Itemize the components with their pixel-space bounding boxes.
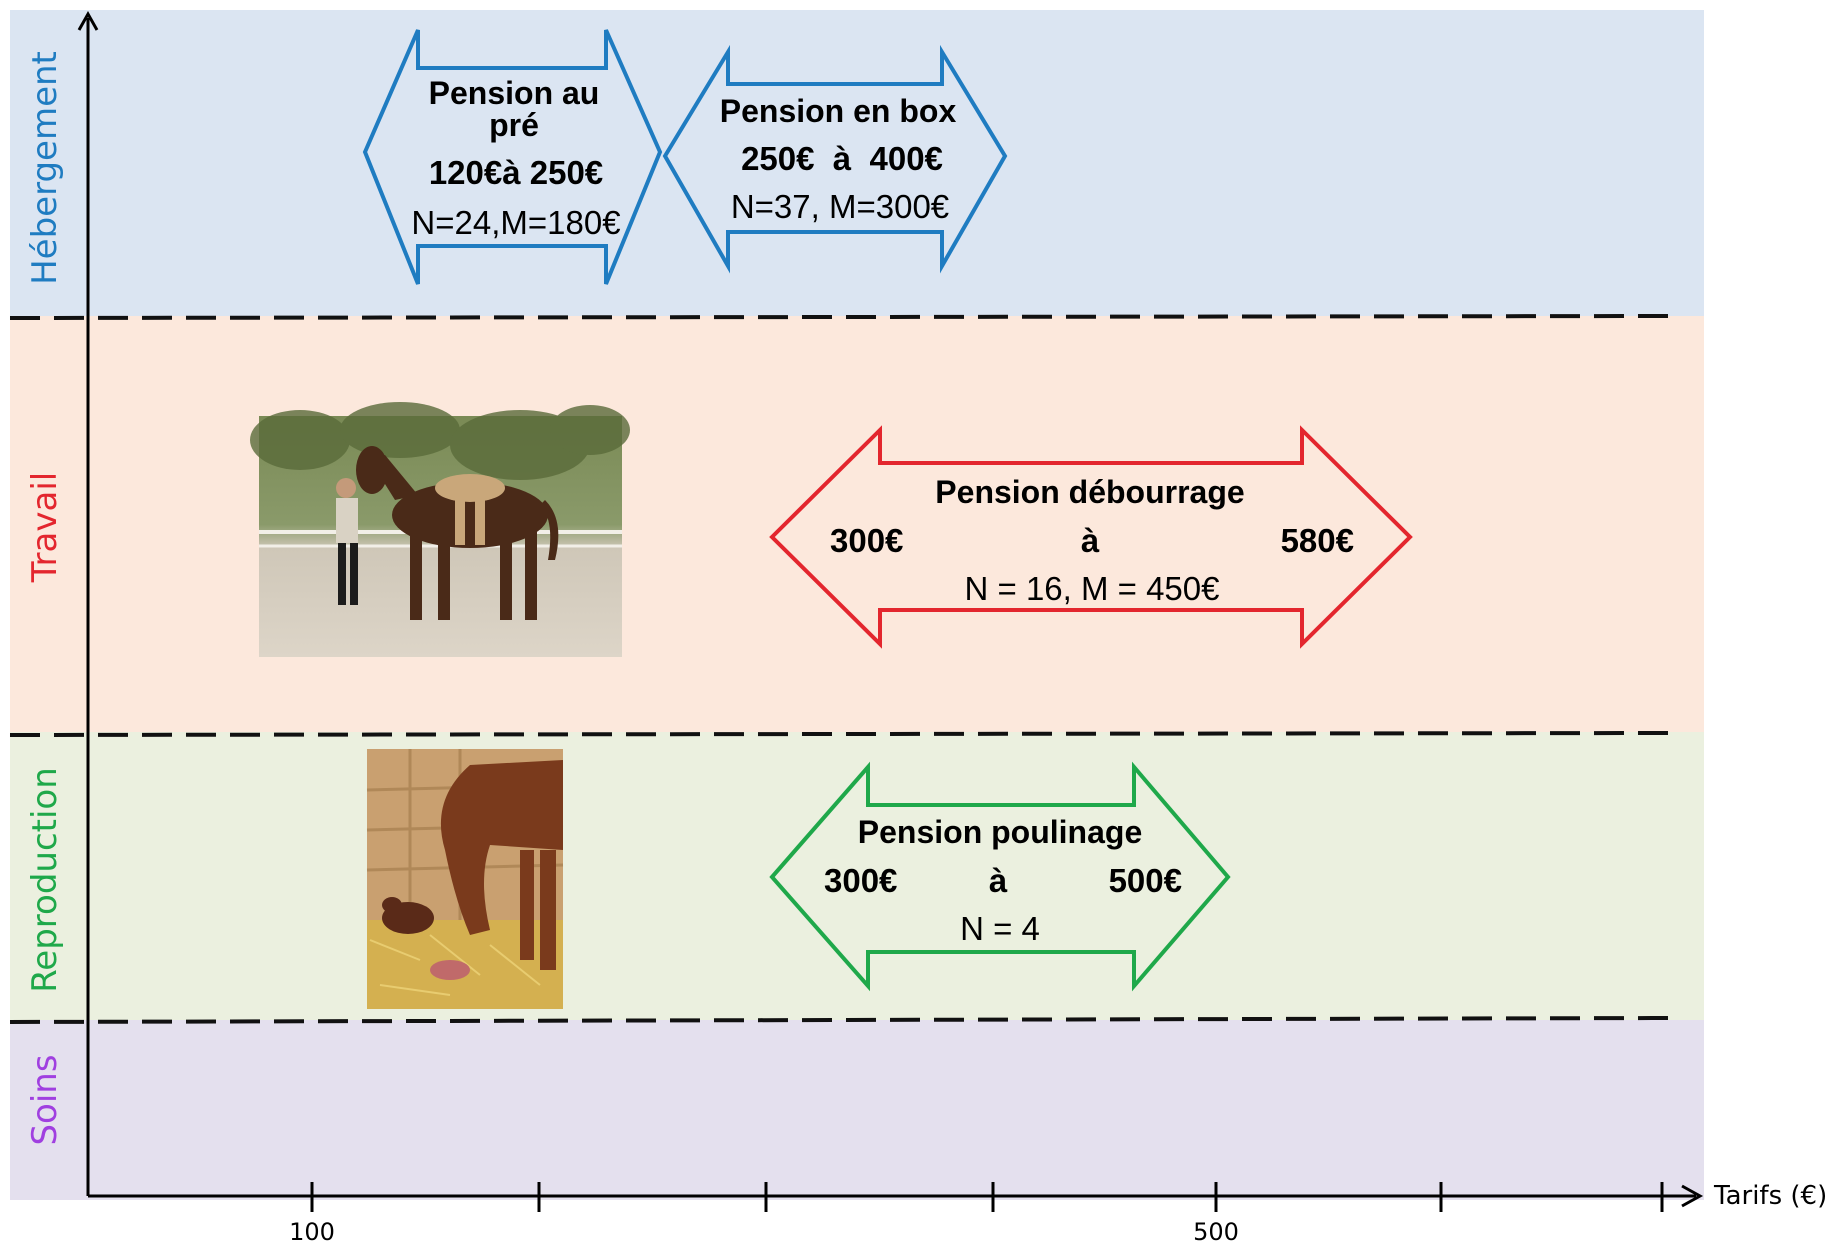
- arrow-stats: N=24,M=180€: [411, 204, 620, 241]
- arrow-pension-pre: Pension au pré 120€à 250€ N=24,M=180€: [362, 29, 663, 285]
- arrow-title: Pension en box: [720, 93, 957, 129]
- arrow-title: Pension débourrage: [935, 474, 1244, 510]
- category-label-soins: Soins: [25, 1054, 65, 1145]
- arrow-pension-debourrage: Pension débourrage 300€ à 580€ N = 16, M…: [769, 425, 1413, 649]
- x-axis: 100 500 Tarifs (€): [88, 1181, 1827, 1242]
- arrow-price-sep: à: [1081, 522, 1100, 559]
- arrow-stats: N = 16, M = 450€: [965, 570, 1220, 607]
- separator-1: [9, 314, 1671, 320]
- photo-horse-training: [250, 402, 630, 657]
- x-tick-label-100: 100: [289, 1218, 335, 1242]
- y-axis: [77, 10, 99, 1196]
- double-arrow-shape: [362, 29, 663, 285]
- arrow-title-line2: pré: [489, 107, 539, 143]
- y-axis-arrowhead-icon: [77, 10, 99, 31]
- arrow-price-min: 300€: [830, 522, 903, 559]
- x-tick-label-500: 500: [1193, 1218, 1239, 1242]
- band-separators: [9, 314, 1671, 1024]
- arrow-stats: N=37, M=300€: [731, 188, 949, 225]
- arrow-pension-box: Pension en box 250€ à 400€ N=37, M=300€: [662, 44, 1008, 274]
- category-label-travail: Travail: [25, 472, 65, 583]
- double-arrow-shape: [662, 44, 1008, 274]
- arrow-title: Pension au: [429, 75, 600, 111]
- arrow-price-min: 300€: [824, 862, 897, 899]
- x-axis-ticks: [310, 1182, 1664, 1212]
- arrow-pension-poulinage: Pension poulinage 300€ à 500€ N = 4: [769, 761, 1231, 992]
- band-hebergement: [10, 10, 1704, 316]
- separator-3: [9, 1016, 1671, 1024]
- photo-mare-foal: [366, 749, 564, 1009]
- arrow-title: Pension poulinage: [858, 814, 1142, 850]
- x-axis-label: Tarifs (€): [1713, 1181, 1827, 1211]
- category-label-reproduction: Reproduction: [25, 767, 65, 993]
- band-soins: [10, 1020, 1704, 1200]
- double-arrow-shape: [769, 425, 1413, 649]
- arrow-price-max: 500€: [1109, 862, 1182, 899]
- category-label-hebergement: Hébergement: [25, 51, 65, 285]
- x-axis-arrowhead-icon: [1681, 1184, 1704, 1208]
- arrow-price-max: 580€: [1281, 522, 1354, 559]
- arrow-price-range: 120€à 250€: [429, 154, 603, 191]
- arrow-price-sep: à: [989, 862, 1008, 899]
- arrow-stats: N = 4: [960, 910, 1040, 947]
- double-arrow-shape: [769, 761, 1231, 992]
- arrow-price-range: 250€ à 400€: [741, 140, 943, 177]
- separator-2: [9, 731, 1671, 737]
